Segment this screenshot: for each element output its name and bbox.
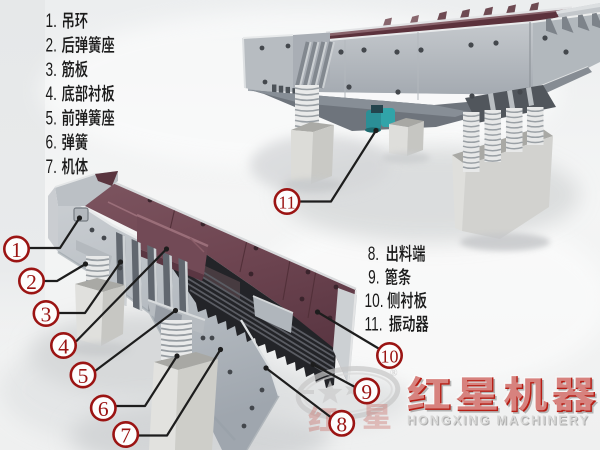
svg-text:6: 6 [98,397,109,421]
svg-text:5: 5 [78,364,89,388]
svg-text:10.: 10. [365,290,384,312]
svg-text:9.: 9. [368,266,379,288]
svg-text:5.: 5. [46,107,57,129]
svg-text:®: ® [390,368,398,379]
svg-text:8.: 8. [368,243,379,265]
svg-text:4: 4 [58,335,69,359]
svg-text:11.: 11. [365,313,383,335]
svg-text:10: 10 [381,347,399,367]
svg-text:9: 9 [361,380,372,404]
svg-text:HONGXING MACHINERY: HONGXING MACHINERY [407,413,590,428]
svg-text:8: 8 [336,412,347,436]
svg-text:11: 11 [278,193,295,213]
svg-text:6.: 6. [46,131,57,153]
svg-text:1.: 1. [46,10,57,32]
svg-text:7.: 7. [46,156,57,178]
svg-text:2.: 2. [46,34,57,56]
svg-text:2: 2 [26,270,37,294]
svg-text:7: 7 [120,424,131,448]
svg-text:3: 3 [41,303,52,327]
svg-text:4.: 4. [46,83,57,105]
svg-text:1: 1 [11,238,22,262]
svg-text:3.: 3. [46,59,57,81]
